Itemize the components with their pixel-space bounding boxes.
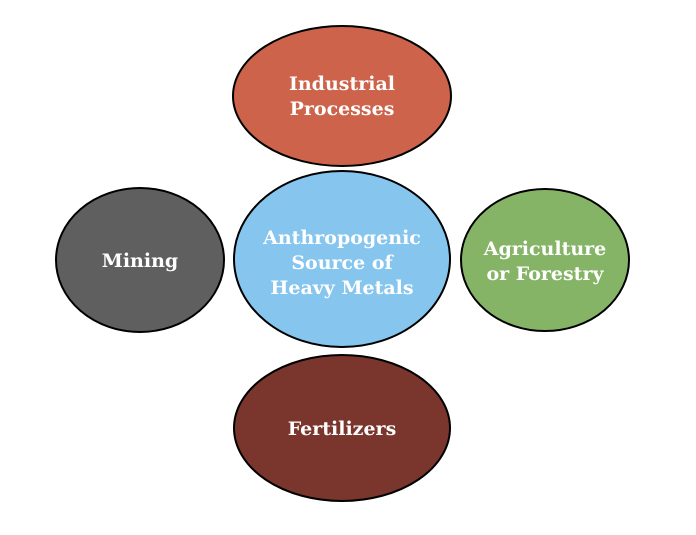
node-industrial-processes: Industrial Processes <box>232 25 452 167</box>
node-fertilizers: Fertilizers <box>233 354 451 502</box>
node-label-line: Anthropogenic <box>262 227 421 249</box>
node-shape <box>232 25 452 167</box>
node-label-line: Fertilizers <box>288 418 397 440</box>
node-shape <box>460 188 630 332</box>
node-anthropogenic-source: Anthropogenic Source of Heavy Metals <box>233 170 451 348</box>
node-label-line: or Forestry <box>486 263 604 285</box>
node-agriculture-forestry: Agriculture or Forestry <box>460 188 630 332</box>
node-shape <box>233 170 451 348</box>
node-label-line: Industrial <box>289 73 395 95</box>
node-shape <box>55 187 225 333</box>
node-shape <box>233 354 451 502</box>
node-label-line: Mining <box>102 250 178 272</box>
node-label-line: Heavy Metals <box>270 277 413 299</box>
node-mining: Mining <box>55 187 225 333</box>
node-label-line: Source of <box>291 252 394 274</box>
node-label-line: Processes <box>290 98 395 120</box>
node-label-line: Agriculture <box>483 238 607 260</box>
